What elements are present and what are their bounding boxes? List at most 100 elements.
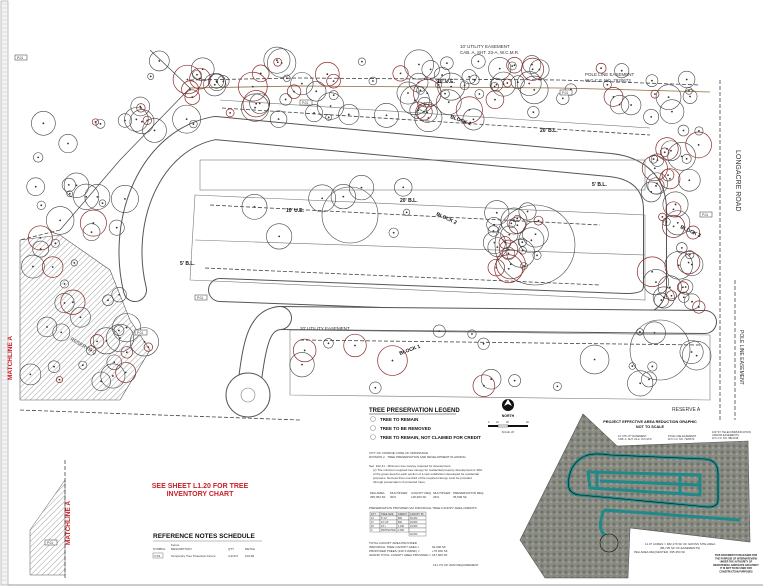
calc-header: PRESERVATION REQ.: [453, 491, 484, 495]
svg-text:W.C.C.F. NO. 7920673: W.C.C.F. NO. 7920673: [668, 437, 695, 441]
tree-trunk-mark: [473, 78, 476, 81]
calc-value: 30%: [390, 495, 396, 499]
tree-symbol: [564, 83, 577, 96]
tree-trunk-mark: [496, 246, 499, 249]
svg-text:AND/OR EASEMENTS: AND/OR EASEMENTS: [712, 433, 739, 437]
tree-trunk-mark: [506, 82, 509, 84]
tree-symbol: [650, 153, 665, 167]
credit-table-text: 37: [371, 521, 374, 524]
tree-trunk-mark: [429, 68, 432, 71]
tree-trunk-mark: [255, 102, 258, 105]
tree-trunk-mark: [332, 94, 335, 97]
tree-symbol: [692, 300, 706, 314]
tree-trunk-mark: [124, 371, 127, 374]
tree-trunk-mark: [143, 340, 146, 343]
tree-trunk-mark: [665, 220, 668, 223]
tree-trunk-mark: [37, 156, 40, 159]
tree-trunk-mark: [278, 235, 281, 238]
tree-symbol: [462, 108, 485, 131]
tree-symbol: [269, 110, 288, 128]
tree-symbol: [273, 57, 283, 67]
tree-trunk-mark: [391, 359, 394, 362]
tree-trunk-mark: [508, 233, 511, 236]
tree-trunk-mark: [651, 270, 654, 273]
plan-labels: 10' UTILITY EASEMENT CAB. A, SHT. 23-A, …: [7, 44, 744, 580]
credit-table-text: 800: [398, 517, 403, 520]
tree-trunk-mark: [67, 142, 69, 145]
tree-trunk-mark: [58, 378, 61, 381]
tree-symbol: [529, 59, 550, 80]
tree-symbol: [686, 225, 700, 240]
tree-trunk-mark: [445, 62, 448, 65]
tree-trunk-mark: [648, 378, 650, 381]
utility-easement-ref: CAB. A, SHT. 23-A, W.C.M.R.: [460, 50, 519, 55]
tree-symbol: [467, 329, 477, 339]
legend-item-not-claimed: TREE TO REMAIN, NOT CLAIMED FOR CREDIT: [380, 435, 481, 440]
tree-symbol: [403, 49, 434, 80]
credit-table-text: 24,000: [410, 525, 418, 528]
tree-trunk-mark: [119, 337, 121, 339]
tree-trunk-mark: [313, 112, 315, 114]
disclaimer-line: THE PURPOSE OF INTERIM REVIEW: [715, 557, 757, 560]
credit-table-text: 24"+: [381, 525, 387, 528]
tree-trunk-mark: [516, 224, 519, 227]
north-label: NORTH: [502, 414, 515, 418]
tree-symbol: [112, 313, 142, 343]
tree-trunk-mark: [258, 102, 261, 105]
tree-symbol: [55, 376, 63, 384]
tree-symbol: [521, 57, 545, 81]
tree-trunk-mark: [663, 151, 666, 154]
tree-symbol: [472, 374, 496, 397]
tree-trunk-mark: [600, 67, 602, 70]
tree-trunk-mark: [125, 351, 128, 354]
calc-value: 395,454 SF: [370, 495, 386, 499]
tree-trunk-mark: [100, 380, 103, 383]
north-arrow: NORTH 0 10 20 40 SCALE: 20': [488, 399, 529, 434]
credit-table-text: 2,000: [398, 529, 405, 532]
tree-symbol: [678, 168, 701, 192]
tree-symbol: [437, 72, 466, 101]
svg-text:of the gross area for each sec: of the gross area for each section of a …: [373, 472, 479, 476]
tree-symbol: [377, 345, 408, 376]
svg-text:DIVISION 2 - TREE PRESERVATION: DIVISION 2 - TREE PRESERVATION AND DEVEL…: [369, 455, 466, 459]
tree-trunk-mark: [651, 79, 653, 82]
svg-text:40: 40: [526, 421, 529, 424]
tree-symbol: [500, 207, 528, 235]
tree-trunk-mark: [101, 202, 104, 205]
tree-trunk-mark: [158, 60, 161, 62]
tree-symbol: [440, 56, 454, 70]
tree-symbol: [58, 133, 78, 154]
tree-trunk-mark: [537, 219, 540, 222]
reference-notes-row-symbol: P.01: [155, 554, 161, 558]
tree-symbol: [480, 369, 502, 390]
tree-trunk-mark: [326, 73, 329, 76]
tree-trunk-mark: [672, 208, 675, 211]
tree-trunk-mark: [332, 80, 335, 83]
tree-symbol: [286, 84, 302, 99]
svg-text:SCALE: 20': SCALE: 20': [502, 431, 515, 434]
tree-removed-icon: [370, 425, 376, 431]
tree-symbol: [520, 75, 549, 105]
tree-symbol: [189, 67, 211, 90]
credit-table-text: 800: [398, 521, 403, 524]
tree-symbol: [388, 227, 399, 238]
tree-symbol: [403, 208, 411, 216]
tree-symbol: [289, 352, 315, 378]
tree-trunk-mark: [536, 254, 538, 257]
tree-trunk-mark: [413, 99, 416, 102]
tree-symbol: [522, 221, 549, 248]
tree-trunk-mark: [67, 184, 70, 186]
see-sheet-note-line2: INVENTORY CHART: [167, 491, 234, 498]
tree-symbol: [149, 50, 170, 72]
tree-symbol: [440, 88, 450, 99]
tree-trunk-mark: [63, 283, 66, 285]
tree-symbol: [647, 361, 658, 372]
tree-trunk-mark: [327, 342, 330, 345]
tree-symbol: [518, 202, 537, 221]
tree-preservation-legend: TREE PRESERVATION LEGEND TREE TO REMAIN …: [369, 408, 481, 440]
tree-symbol: [66, 190, 74, 198]
svg-text:10' UTILITY EASEMENT: 10' UTILITY EASEMENT: [618, 434, 647, 438]
tree-trunk-mark: [593, 358, 596, 361]
tree-trunk-mark: [667, 96, 670, 99]
callout-box: [134, 329, 148, 336]
